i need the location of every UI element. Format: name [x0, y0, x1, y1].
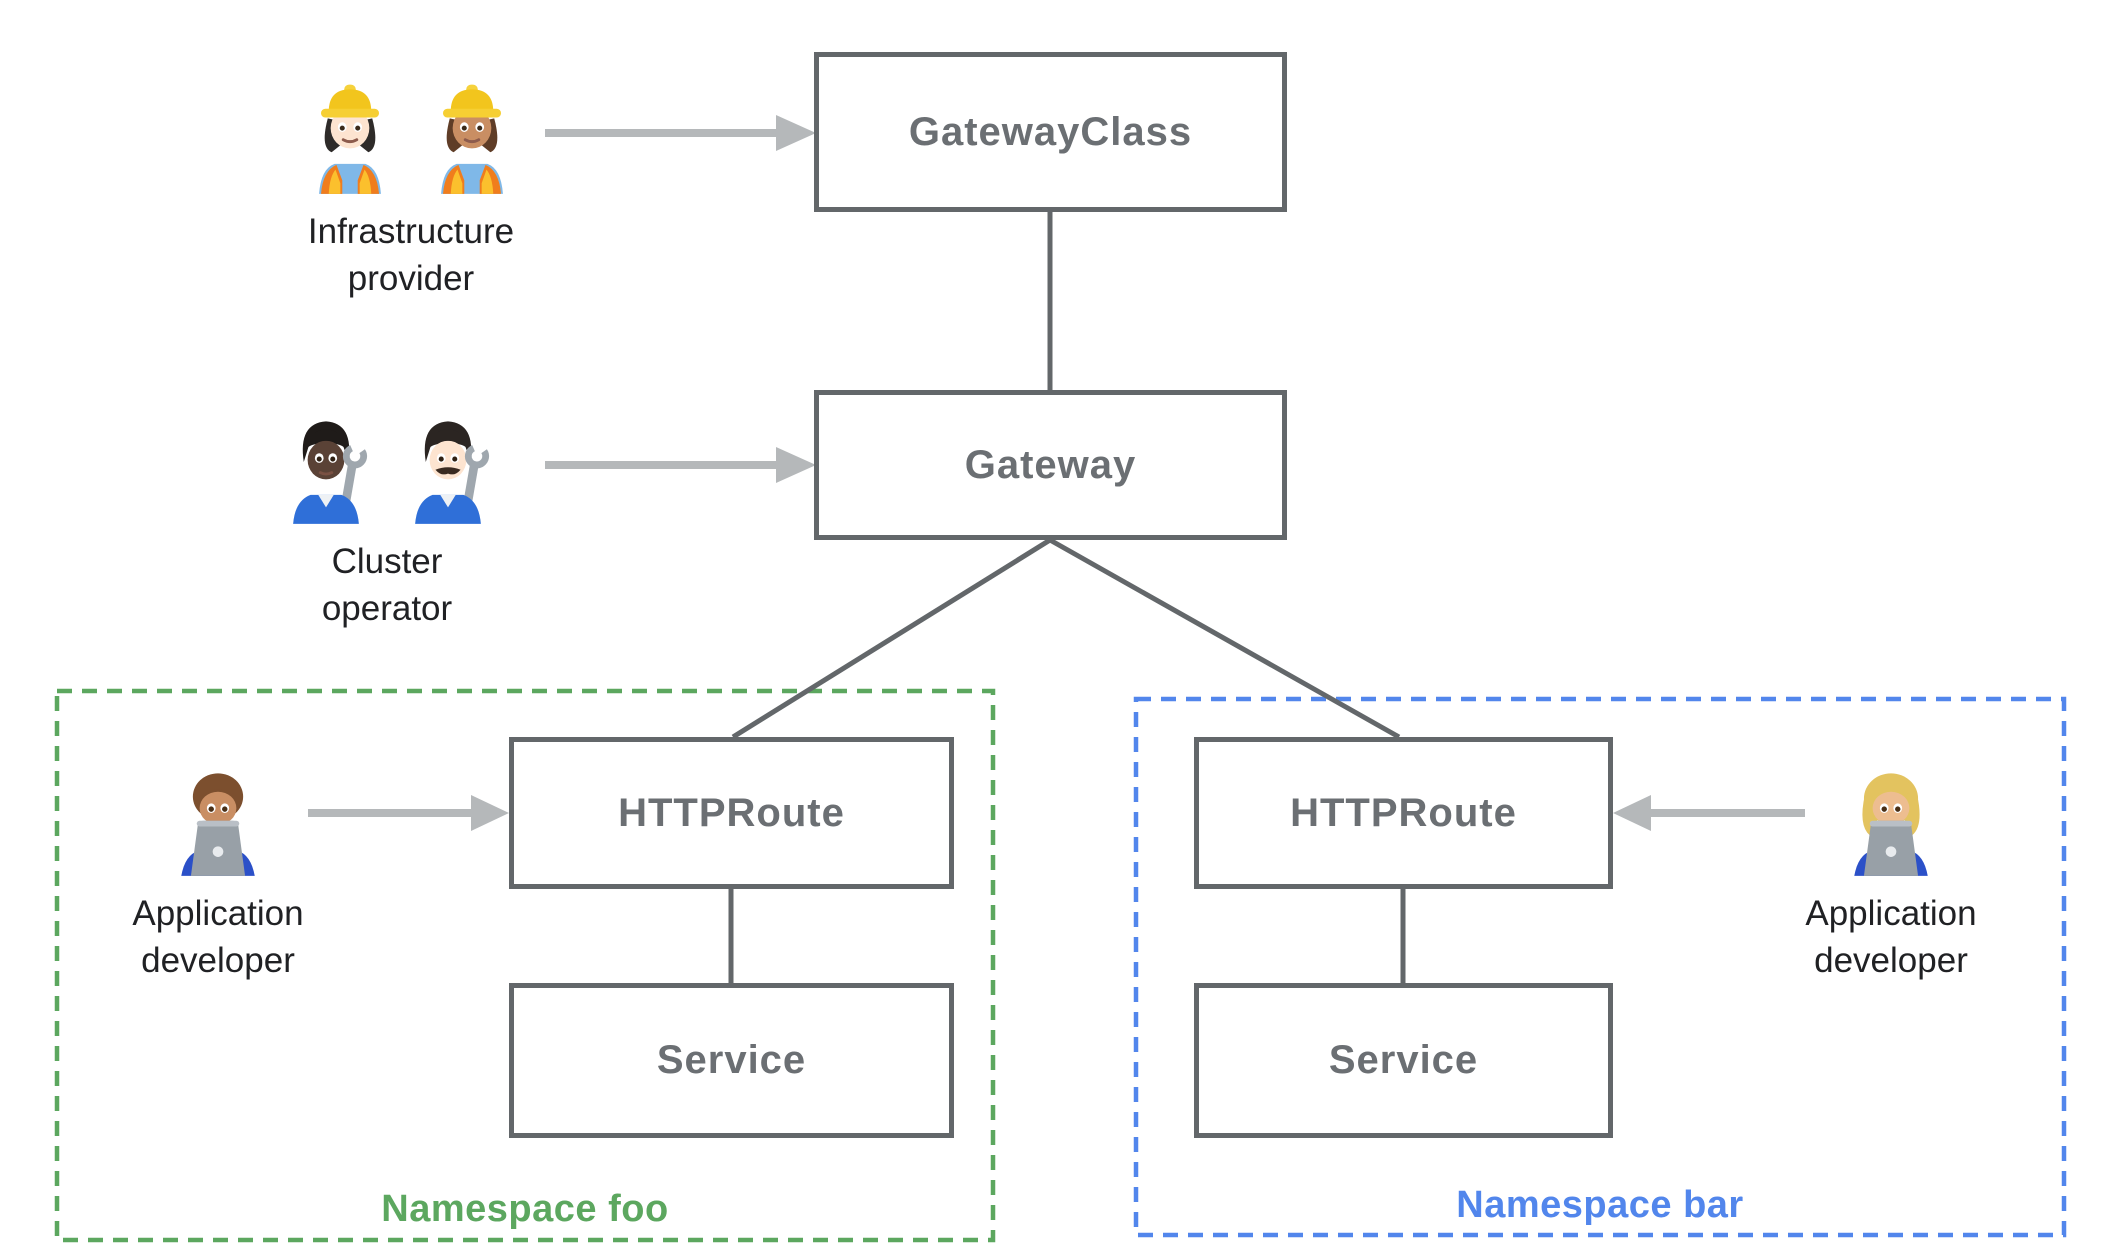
node-httproute-bar: HTTPRoute [1194, 737, 1613, 889]
woman-construction-worker-medium-icon [441, 84, 503, 194]
infrastructure-provider-label-line2: provider [347, 259, 475, 298]
arrow-cluster-operator-head [776, 447, 816, 483]
application-developer-foo-label-line2: developer [141, 941, 295, 980]
cluster-operator-icons [268, 398, 506, 524]
application-developer-bar-label: Application developer [1805, 890, 1976, 984]
node-gateway: Gateway [814, 390, 1287, 540]
namespace-foo-boundary [54, 688, 996, 1243]
persona-application-developer-foo: Application developer [88, 750, 348, 984]
node-httproute-foo-label: HTTPRoute [618, 790, 845, 835]
node-service-foo-label: Service [656, 1038, 807, 1082]
node-service-bar: Service [1194, 983, 1613, 1138]
edge-gateway-httproute-foo [731, 537, 1052, 740]
namespace-foo-label: Namespace foo [381, 1188, 669, 1230]
node-httproute-foo: HTTPRoute [509, 737, 954, 889]
persona-cluster-operator: Cluster operator [257, 398, 517, 632]
arrow-application-developer-bar-head [1613, 795, 1651, 831]
application-developer-foo-label-line1: Application [132, 894, 304, 933]
node-service-foo: Service [509, 983, 954, 1138]
namespace-bar-label: Namespace bar [1456, 1184, 1744, 1226]
application-developer-bar-label-line1: Application [1805, 894, 1977, 933]
node-gatewayclass-label: GatewayClass [908, 109, 1193, 154]
woman-technologist-blonde-icon [1854, 773, 1928, 876]
infrastructure-provider-label-line1: Infrastructure [307, 212, 515, 251]
persona-application-developer-bar: Application developer [1761, 750, 2021, 984]
arrow-infrastructure-provider-head [776, 115, 816, 151]
application-developer-foo-icons [160, 750, 276, 876]
application-developer-foo-label: Application developer [132, 890, 303, 984]
application-developer-bar-label-line2: developer [1814, 941, 1968, 980]
man-technologist-medium-icon [181, 773, 255, 876]
arrow-application-developer-foo-head [471, 795, 509, 831]
man-mechanic-light-icon [415, 421, 490, 524]
cluster-operator-label: Cluster operator [322, 538, 452, 632]
node-httproute-bar-label: HTTPRoute [1290, 790, 1517, 835]
application-developer-bar-icons [1833, 750, 1949, 876]
cluster-operator-label-line2: operator [321, 589, 453, 628]
node-service-bar-label: Service [1328, 1038, 1479, 1082]
woman-construction-worker-light-icon [319, 84, 381, 194]
node-gateway-label: Gateway [964, 442, 1137, 487]
edge-gateway-httproute-bar [1048, 537, 1401, 740]
person-mechanic-dark-icon [293, 421, 368, 524]
infrastructure-provider-icons [292, 68, 530, 194]
namespace-bar-boundary [1133, 696, 2067, 1238]
persona-infrastructure-provider: Infrastructure provider [281, 68, 541, 302]
cluster-operator-label-line1: Cluster [331, 542, 443, 581]
infrastructure-provider-label: Infrastructure provider [308, 208, 514, 302]
node-gatewayclass: GatewayClass [814, 52, 1287, 212]
